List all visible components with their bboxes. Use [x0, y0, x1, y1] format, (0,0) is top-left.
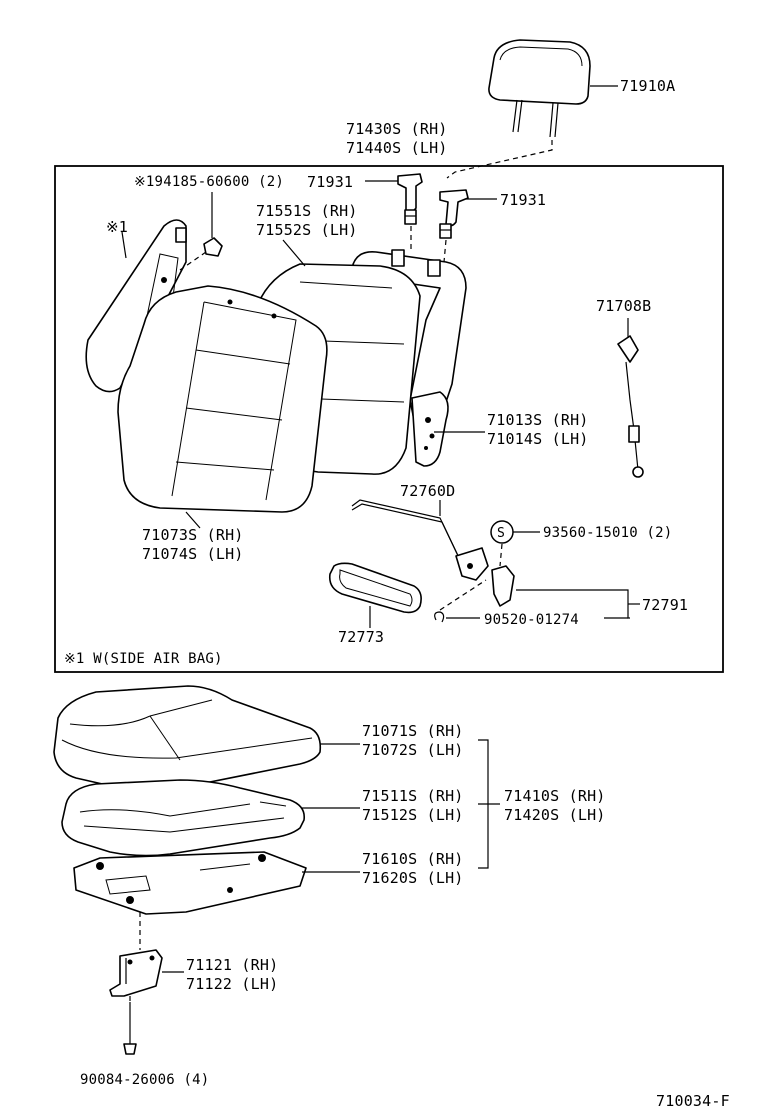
- seat-bolt: [123, 1002, 137, 1055]
- label-cover-rh: 71430S (RH): [346, 120, 448, 138]
- label-cushion-assy-rh: 71410S (RH): [504, 787, 606, 805]
- label-cushion-pad-rh: 71511S (RH): [362, 787, 464, 805]
- label-screw: 93560-15010 (2): [543, 525, 672, 541]
- label-frame-rh: 71013S (RH): [487, 411, 589, 429]
- label-pad-lh: 71552S (LH): [256, 221, 358, 239]
- recliner-cable: [617, 335, 644, 478]
- clip-part: [203, 237, 223, 257]
- label-knob: 72773: [338, 628, 384, 646]
- seatback-group-frame: [54, 165, 724, 673]
- label-cable: 71708B: [596, 297, 651, 315]
- knob-bezel: [328, 562, 422, 614]
- label-note-mark: ※1: [106, 218, 128, 236]
- label-lever-rod: 72760D: [400, 482, 455, 500]
- headrest-support-right: [439, 189, 469, 239]
- leader-back-cover: [185, 511, 201, 529]
- seatback-cover: [117, 285, 328, 513]
- label-cushion-cover-rh: 71071S (RH): [362, 722, 464, 740]
- label-back-cover-rh: 71073S (RH): [142, 526, 244, 544]
- headrest: [488, 39, 591, 138]
- label-knob-group: 72791: [642, 596, 688, 614]
- label-cushion-cover-lh: 71072S (LH): [362, 741, 464, 759]
- headrest-dash: [446, 140, 553, 179]
- label-pad-rh: 71551S (RH): [256, 202, 358, 220]
- screw-dash: [499, 543, 503, 567]
- lever-rod: [351, 499, 489, 581]
- leader-pad: [282, 239, 306, 267]
- label-cushion-pad-lh: 71512S (LH): [362, 806, 464, 824]
- support-right-dash: [443, 239, 447, 263]
- seat-bracket: [109, 949, 163, 997]
- seatback-frame: [351, 249, 467, 467]
- cushion-frame: [73, 851, 307, 915]
- label-support-right: 71931: [500, 191, 546, 209]
- label-frame-lh: 71014S (LH): [487, 430, 589, 448]
- label-headrest: 71910A: [620, 77, 675, 95]
- label-clip: ※194185-60600 (2): [134, 174, 284, 190]
- label-bracket-lh: 71122 (LH): [186, 975, 278, 993]
- label-frame-note: ※1 W(SIDE AIR BAG): [64, 651, 223, 667]
- label-cushion-frame-rh: 71610S (RH): [362, 850, 464, 868]
- label-circled-s: S: [497, 526, 505, 541]
- label-bolt: 90084-26006 (4): [80, 1072, 209, 1088]
- label-cushion-frame-lh: 71620S (LH): [362, 869, 464, 887]
- leader-note1: [121, 231, 127, 259]
- headrest-support-left: [397, 173, 423, 225]
- label-cover-lh: 71440S (LH): [346, 139, 448, 157]
- knob-handle: [491, 565, 515, 607]
- cushion-pad: [61, 779, 306, 857]
- figure-code: 710034-F: [656, 1092, 730, 1110]
- clip-pin: [434, 611, 445, 623]
- cushion-cover: [53, 685, 322, 791]
- label-support-left: 71931: [307, 173, 353, 191]
- label-clip-pin: 90520-01274: [484, 612, 579, 628]
- label-back-cover-lh: 71074S (LH): [142, 545, 244, 563]
- label-bracket-rh: 71121 (RH): [186, 956, 278, 974]
- label-cushion-assy-lh: 71420S (LH): [504, 806, 606, 824]
- side-airbag-panel: [85, 219, 187, 393]
- clip-pin-dash: [439, 579, 487, 611]
